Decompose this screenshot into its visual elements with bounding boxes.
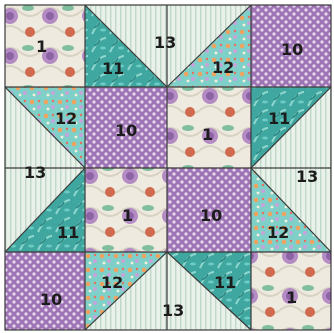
label-r0c0: 1 (36, 37, 47, 56)
label-r3c2-top: 11 (214, 273, 236, 292)
label-r2c1: 1 (122, 206, 133, 225)
label-r0c1-bottom: 11 (102, 59, 124, 78)
label-r1c2: 1 (202, 125, 213, 144)
label-r0c2-bottom: 12 (212, 58, 234, 77)
label-r0c1-top: 13 (154, 33, 176, 52)
label-r1c1: 10 (115, 121, 137, 140)
label-r3c0: 10 (40, 290, 62, 309)
label-r2c3-left: 12 (267, 223, 289, 242)
label-r1c3-left: 11 (268, 109, 290, 128)
label-r3c1-top: 12 (101, 273, 123, 292)
label-r1c0-right: 12 (55, 109, 77, 128)
label-r2c0-right: 11 (57, 223, 79, 242)
label-r2c2: 10 (200, 206, 222, 225)
label-r1c0-left: 13 (24, 163, 46, 182)
label-r3c1-bottom: 13 (162, 301, 184, 320)
label-r0c3: 10 (281, 40, 303, 59)
label-r3c3: 1 (286, 288, 297, 307)
label-r1c3-right: 13 (296, 167, 318, 186)
